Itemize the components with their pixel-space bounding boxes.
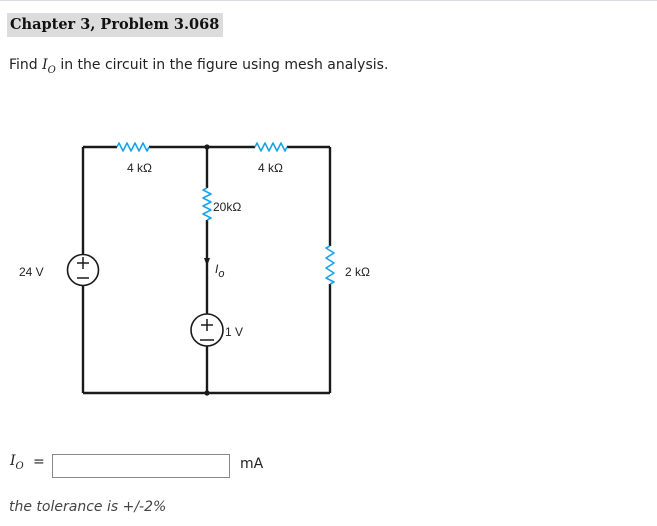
question-suffix: in the circuit in the figure using mesh … bbox=[55, 57, 389, 73]
answer-equals: = bbox=[33, 454, 45, 470]
label-source-middle: 1 V bbox=[225, 325, 243, 339]
resistor-right bbox=[325, 245, 335, 285]
label-resistor-top-left: 4 kΩ bbox=[127, 161, 152, 175]
node-top bbox=[204, 144, 210, 150]
label-resistor-right: 2 kΩ bbox=[345, 265, 370, 279]
voltage-source-left bbox=[66, 253, 100, 287]
circuit-diagram: 4 kΩ 4 kΩ 20kΩ Io 2 kΩ 24 V 1 V bbox=[19, 142, 370, 396]
answer-unit: mA bbox=[240, 456, 264, 472]
voltage-source-middle bbox=[190, 313, 224, 347]
label-resistor-middle: 20kΩ bbox=[213, 200, 241, 214]
resistor-top-left bbox=[116, 142, 150, 152]
current-arrow bbox=[204, 258, 210, 266]
question-variable: IO bbox=[42, 57, 56, 76]
resistor-middle bbox=[202, 187, 212, 221]
node-bottom bbox=[204, 390, 210, 396]
top-divider bbox=[0, 0, 657, 1]
label-source-left: 24 V bbox=[19, 265, 44, 279]
label-current: Io bbox=[215, 262, 224, 280]
resistor-top-right bbox=[254, 142, 288, 152]
tolerance-note: the tolerance is +/-2% bbox=[9, 499, 167, 515]
question-prefix: Find bbox=[9, 57, 43, 73]
answer-label: IO bbox=[10, 453, 24, 472]
answer-input[interactable] bbox=[52, 454, 230, 478]
question-text: Find IO in the circuit in the figure usi… bbox=[9, 56, 388, 80]
label-resistor-top-right: 4 kΩ bbox=[258, 161, 283, 175]
problem-title: Chapter 3, Problem 3.068 bbox=[7, 13, 224, 37]
